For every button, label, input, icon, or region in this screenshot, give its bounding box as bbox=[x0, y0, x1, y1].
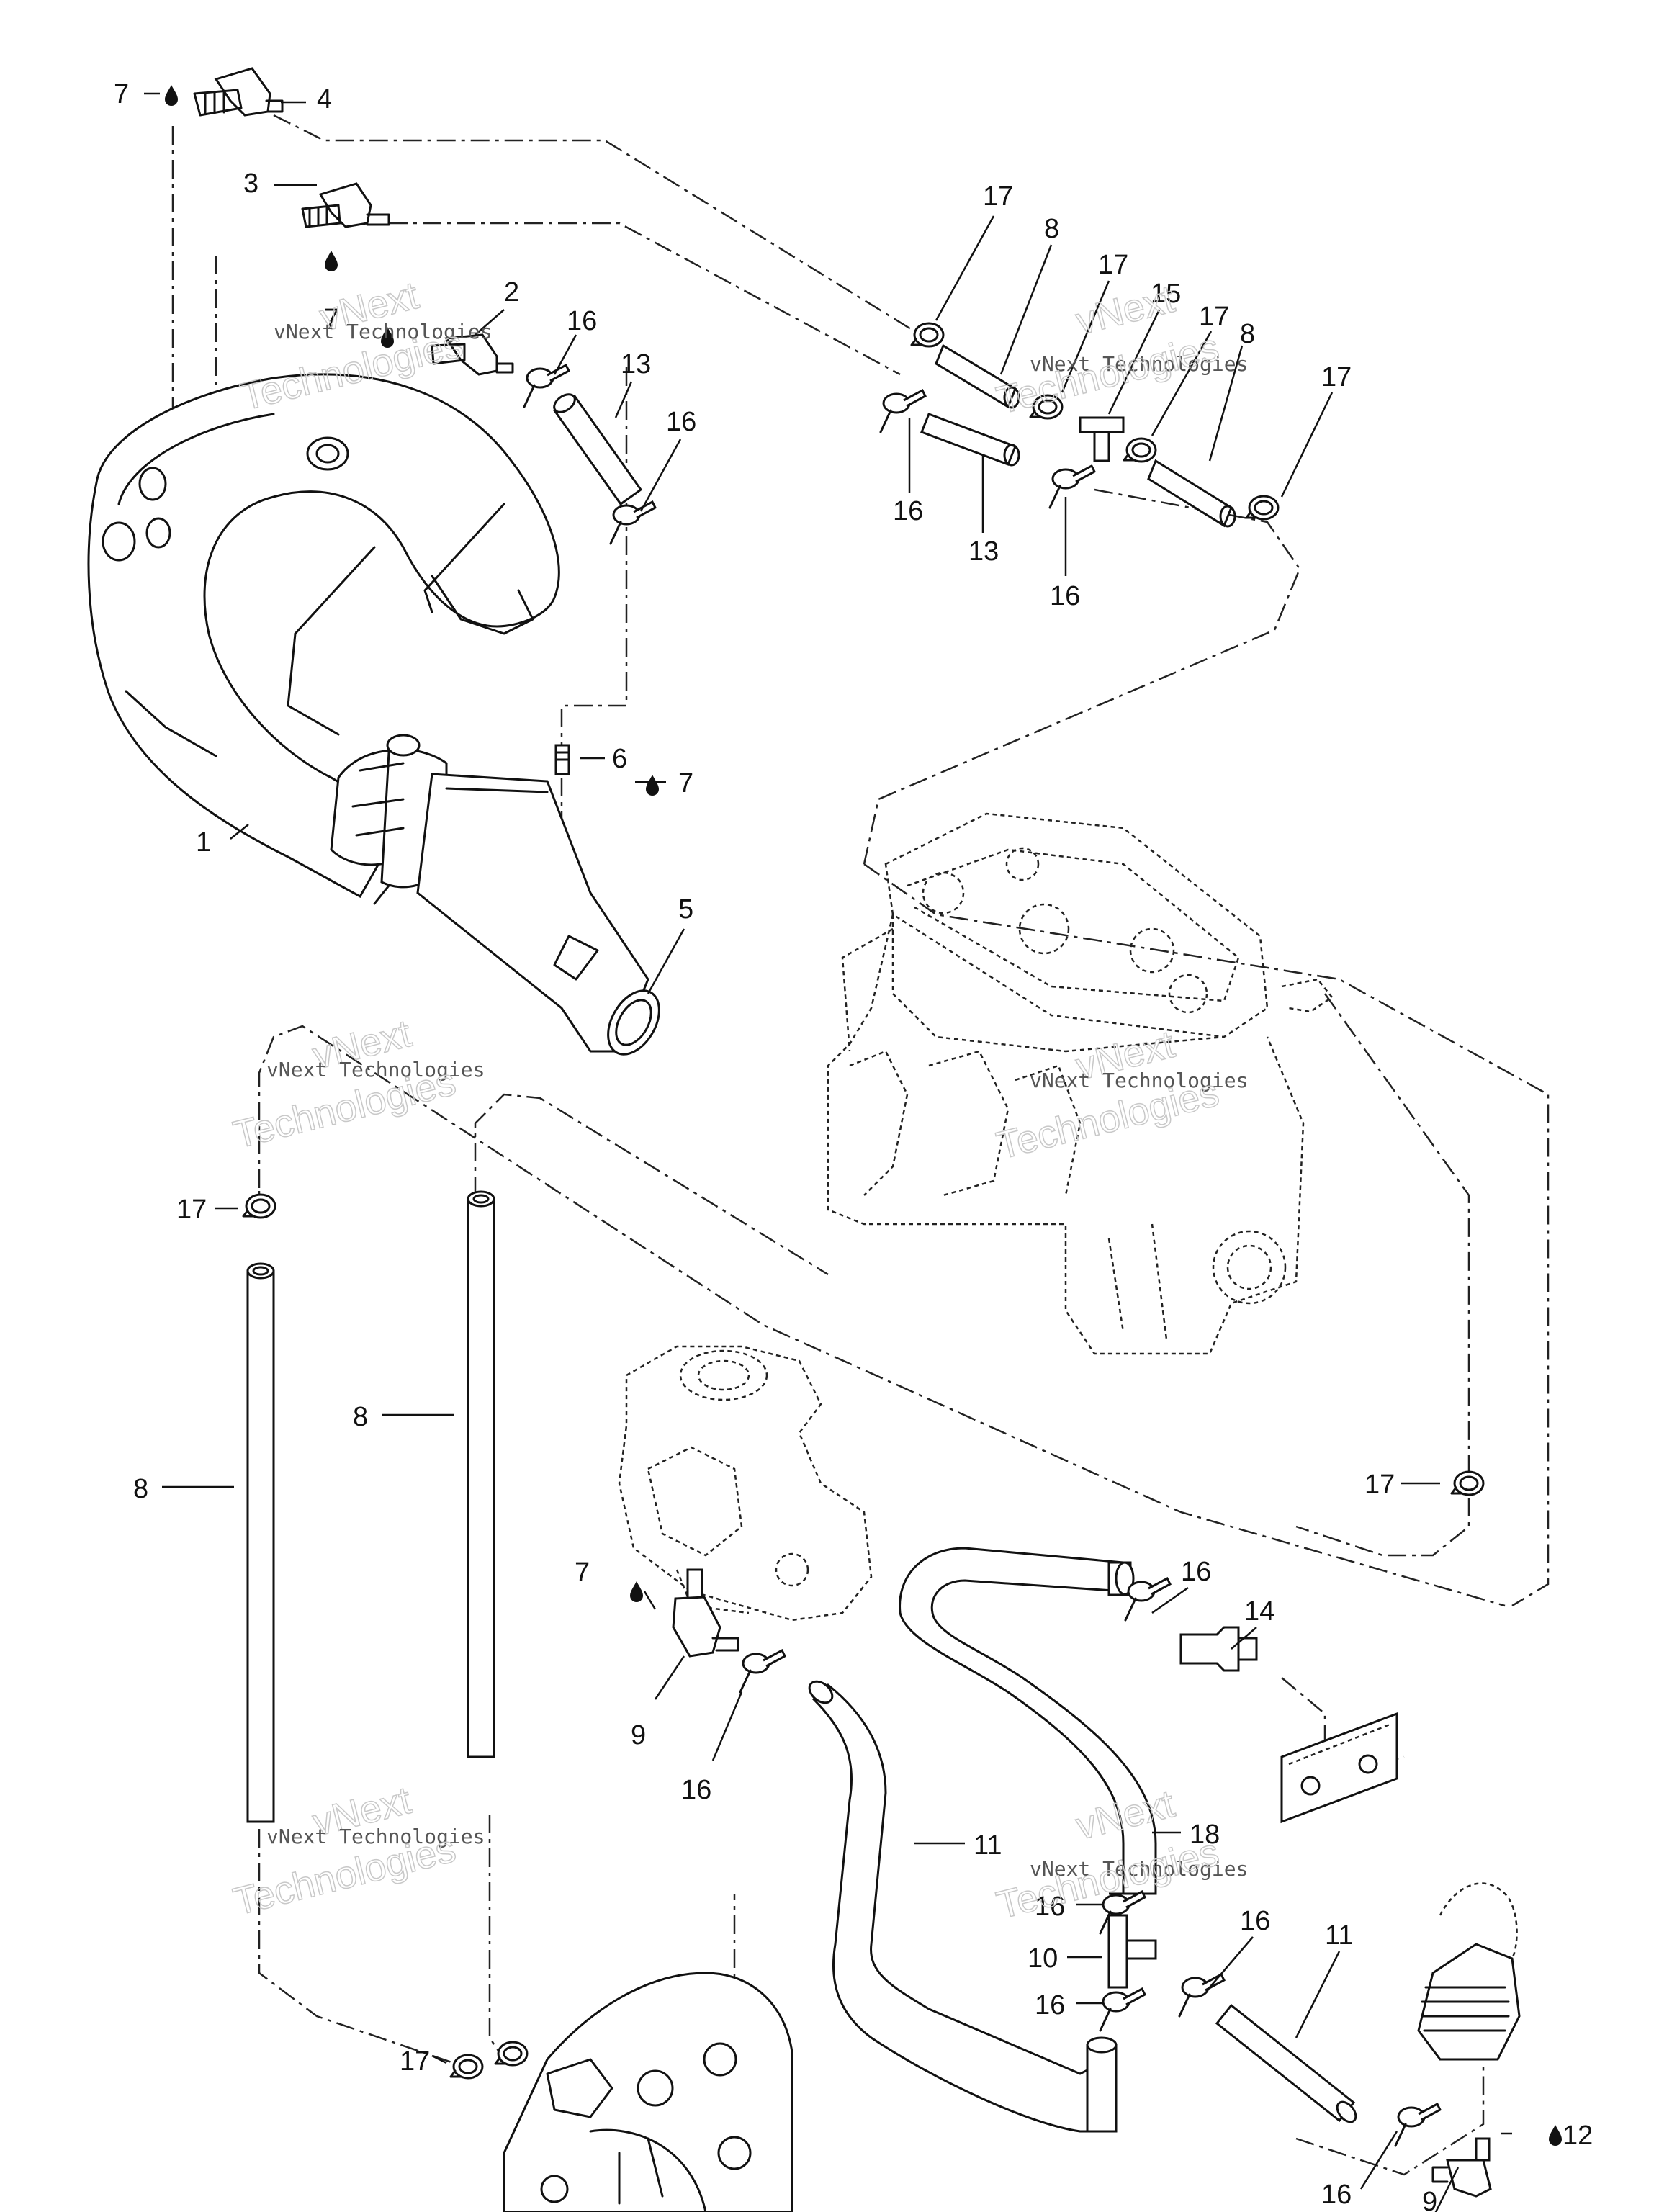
callout-17: 17 bbox=[983, 181, 1013, 212]
callout-15: 15 bbox=[1151, 279, 1181, 309]
callout-11: 11 bbox=[1325, 1920, 1353, 1951]
hose-13-b bbox=[920, 413, 1017, 466]
clamp-16-j bbox=[1394, 2103, 1442, 2147]
callout-13: 13 bbox=[968, 536, 999, 567]
callout-11: 11 bbox=[974, 1830, 1002, 1861]
tee-fitting-10 bbox=[1107, 1914, 1157, 1989]
callout-16: 16 bbox=[1181, 1557, 1211, 1587]
hose-13-upper bbox=[552, 393, 643, 506]
exhaust-pipe bbox=[87, 373, 660, 1056]
callout-8: 8 bbox=[1044, 214, 1059, 244]
watermark: vNext vNext Technologies Technologies bbox=[992, 1022, 1249, 1168]
callout-4: 4 bbox=[317, 84, 332, 114]
callout-9: 9 bbox=[631, 1720, 646, 1750]
elbow-fitting-4 bbox=[193, 67, 284, 117]
exhaust-manifold-phantom bbox=[618, 1345, 873, 1622]
engine-phantom bbox=[827, 812, 1334, 1355]
callout-16: 16 bbox=[666, 407, 696, 437]
callout-1: 1 bbox=[196, 827, 211, 858]
clamp-16-d bbox=[1048, 464, 1096, 509]
svg-text:vNext Technologies: vNext Technologies bbox=[266, 1058, 485, 1082]
callout-18: 18 bbox=[1190, 1820, 1220, 1850]
callout-10: 10 bbox=[1028, 1943, 1058, 1974]
elbow-fitting-9-a bbox=[672, 1568, 739, 1658]
callout-16: 16 bbox=[1050, 581, 1080, 611]
clamp-17-c bbox=[1123, 437, 1157, 463]
svg-text:Technologies: Technologies bbox=[992, 325, 1223, 422]
callout-8: 8 bbox=[353, 1402, 368, 1432]
callout-16: 16 bbox=[1035, 1892, 1065, 1922]
hose-11-straight bbox=[1215, 2003, 1357, 2123]
callout-13: 13 bbox=[621, 349, 651, 379]
bracket-plate bbox=[1280, 1712, 1398, 1824]
svg-text:vNext: vNext bbox=[1071, 277, 1178, 343]
clamp-17-d bbox=[1245, 495, 1280, 521]
callout-5: 5 bbox=[678, 894, 693, 925]
clamp-17-e bbox=[242, 1193, 276, 1219]
elbow-fitting-9-b bbox=[1431, 2137, 1492, 2198]
clamp-17-f bbox=[1450, 1470, 1485, 1496]
leader-lines bbox=[144, 92, 1512, 2212]
clamp-16-h bbox=[1099, 1987, 1146, 2032]
watermark-group: vNext vNext Technologies Technologies vN… bbox=[229, 273, 1249, 1928]
hose-11-bent bbox=[808, 1680, 1118, 2133]
callout-16: 16 bbox=[1035, 1990, 1065, 2020]
callout-9: 9 bbox=[1422, 2187, 1437, 2212]
elbow-fitting-2 bbox=[431, 333, 514, 376]
callout-2: 2 bbox=[504, 277, 519, 307]
svg-text:vNext Technologies: vNext Technologies bbox=[1030, 1069, 1248, 1092]
svg-text:vNext Technologies: vNext Technologies bbox=[266, 1825, 485, 1848]
hose-group-upper-right bbox=[879, 322, 1280, 528]
callout-3: 3 bbox=[243, 168, 258, 199]
clamp-17-g1 bbox=[449, 2054, 484, 2080]
callout-16: 16 bbox=[893, 496, 923, 526]
callout-6: 6 bbox=[612, 744, 627, 774]
callout-16: 16 bbox=[681, 1775, 711, 1805]
callout-17: 17 bbox=[1199, 302, 1229, 332]
callout-7: 7 bbox=[575, 1557, 590, 1588]
callout-12: 12 bbox=[1563, 2121, 1593, 2151]
callout-16: 16 bbox=[567, 306, 597, 336]
callout-17: 17 bbox=[1321, 362, 1352, 392]
clamp-16-b bbox=[609, 500, 657, 545]
callout-8: 8 bbox=[1240, 319, 1255, 349]
svg-text:vNext Technologies: vNext Technologies bbox=[1030, 352, 1248, 376]
callout-labels: 7 4 3 7 2 16 13 16 1 5 6 7 17 8 17 15 17… bbox=[114, 79, 1593, 2212]
clamp-17-a bbox=[910, 322, 945, 348]
callout-17: 17 bbox=[1364, 1470, 1395, 1500]
watermark: vNext vNext Technologies Technologies bbox=[229, 1011, 485, 1157]
clamp-16-i bbox=[1178, 1973, 1226, 2018]
nozzle-outlet bbox=[1417, 1882, 1521, 2061]
callout-17: 17 bbox=[400, 2046, 430, 2077]
hose-8-long-left bbox=[246, 1262, 275, 1823]
callout-16: 16 bbox=[1240, 1906, 1270, 1936]
clamp-16-e bbox=[739, 1649, 786, 1694]
hose-18-loop bbox=[899, 1547, 1157, 1895]
callout-7: 7 bbox=[678, 768, 693, 799]
callout-7: 7 bbox=[114, 79, 129, 109]
callout-16: 16 bbox=[1321, 2180, 1352, 2210]
jet-pump-housing bbox=[503, 1972, 793, 2212]
tee-fitting-15 bbox=[1079, 416, 1125, 462]
hose-8-b bbox=[1147, 459, 1233, 528]
svg-text:vNext Technologies: vNext Technologies bbox=[274, 320, 492, 343]
callout-17: 17 bbox=[176, 1195, 207, 1225]
elbow-fitting-3 bbox=[301, 182, 390, 228]
clamp-16-c bbox=[879, 389, 927, 433]
clamp-16-f bbox=[1124, 1577, 1172, 1622]
fitting-6 bbox=[554, 744, 570, 775]
callout-7: 7 bbox=[324, 304, 339, 334]
hose-8-long-right bbox=[467, 1190, 495, 1758]
fitting-14 bbox=[1179, 1626, 1258, 1672]
svg-text:vNext Technologies: vNext Technologies bbox=[1030, 1857, 1248, 1881]
callout-17: 17 bbox=[1098, 250, 1128, 280]
clamp-17-g2 bbox=[494, 2041, 529, 2067]
callout-14: 14 bbox=[1244, 1596, 1274, 1627]
callout-8: 8 bbox=[133, 1474, 148, 1504]
